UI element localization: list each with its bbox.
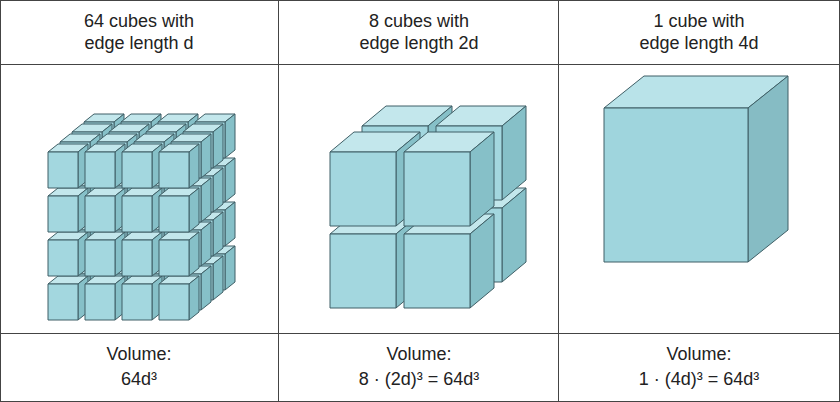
volume-formula: 8 · (2d)³ = 64d³ [359, 369, 480, 391]
row-rule [0, 64, 840, 65]
cube [48, 188, 88, 232]
column-heading: 1 cube with edge length 4d [635, 11, 763, 54]
column-rule [278, 0, 279, 402]
cube-front-face [48, 284, 78, 320]
column-rule [558, 0, 559, 402]
cube [159, 232, 199, 276]
cube-side-face [189, 276, 199, 320]
volume-formula: 64d³ [121, 369, 157, 391]
cube [48, 144, 88, 188]
volume-label: Volume: [106, 344, 171, 366]
cube-front-face [48, 196, 78, 232]
cube [404, 214, 494, 308]
cube-side-face [189, 188, 199, 232]
cube-side-face [225, 246, 235, 290]
cube [48, 232, 88, 276]
cube-side-face [225, 158, 235, 202]
cube [85, 188, 125, 232]
cube-front-face [604, 108, 748, 262]
cube [85, 232, 125, 276]
cube-side-face [213, 256, 223, 300]
cube-side-face [225, 202, 235, 246]
volume-formula: 1 · (4d)³ = 64d³ [639, 369, 760, 391]
cube-side-face [201, 222, 211, 266]
cube-front-face [48, 240, 78, 276]
column-heading: 8 cubes with edge length 2d [355, 11, 483, 54]
cube-side-face [189, 232, 199, 276]
cube-front-face [122, 284, 152, 320]
cube [122, 276, 162, 320]
cube [159, 188, 199, 232]
cube-stack-4x4x4 [48, 114, 235, 320]
cube-front-face [330, 234, 396, 308]
cube-front-face [159, 284, 189, 320]
cube-side-face [201, 266, 211, 310]
large-cube [604, 76, 788, 262]
cube-side-face [748, 76, 788, 262]
cube-side-face [502, 106, 526, 200]
cube-side-face [213, 168, 223, 212]
cube [159, 144, 199, 188]
cube-front-face [122, 196, 152, 232]
cube-side-face [502, 188, 526, 282]
cube-front-face [85, 240, 115, 276]
column-heading: 64 cubes with edge length d [75, 11, 203, 54]
cube-side-face [225, 114, 235, 158]
cube-illustrations [48, 76, 788, 320]
cube [404, 132, 494, 226]
cube [122, 144, 162, 188]
cube-front-face [85, 284, 115, 320]
cube-front-face [330, 152, 396, 226]
volume-label: Volume: [386, 344, 451, 366]
cube [85, 144, 125, 188]
cube-stack-2x2x2 [330, 106, 526, 308]
cube-side-face [189, 144, 199, 188]
cube-front-face [85, 196, 115, 232]
cube [48, 276, 88, 320]
cube-side-face [201, 178, 211, 222]
cube [122, 232, 162, 276]
volume-label: Volume: [666, 344, 731, 366]
cube-front-face [85, 152, 115, 188]
cube-front-face [122, 152, 152, 188]
cube-front-face [159, 152, 189, 188]
cube [604, 76, 788, 262]
cube-front-face [122, 240, 152, 276]
cube-side-face [470, 214, 494, 308]
cube-front-face [404, 234, 470, 308]
cube-side-face [213, 124, 223, 168]
cube-front-face [48, 152, 78, 188]
cube-front-face [404, 152, 470, 226]
cube-side-face [470, 132, 494, 226]
cube [159, 276, 199, 320]
cube [85, 276, 125, 320]
cube-side-face [213, 212, 223, 256]
cube-front-face [159, 196, 189, 232]
row-rule [0, 333, 840, 334]
cube [122, 188, 162, 232]
cube-side-face [201, 134, 211, 178]
cube-front-face [159, 240, 189, 276]
